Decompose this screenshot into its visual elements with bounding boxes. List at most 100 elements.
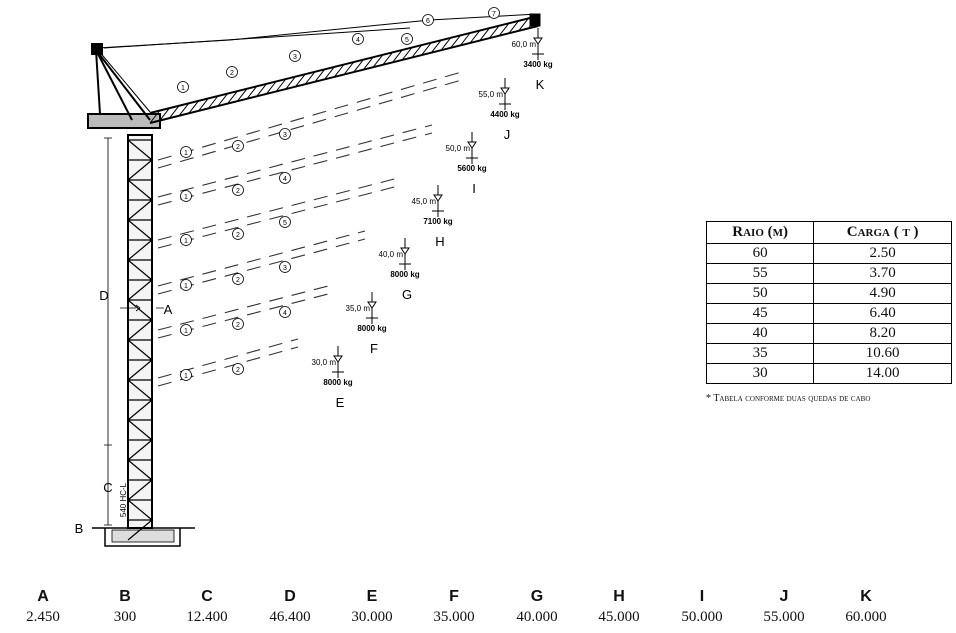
load-weight-label: 8000 kg xyxy=(357,324,386,333)
radius-cell: 50 xyxy=(705,283,815,304)
pendant-lines xyxy=(97,13,539,113)
dimension-label: J xyxy=(779,588,789,605)
section-marker-number: 2 xyxy=(236,277,240,284)
luffed-jib-positions xyxy=(157,70,466,387)
dimension-value: 30.000 xyxy=(351,609,393,625)
load-table-header: Raio (m) Carga ( t ) xyxy=(705,221,952,244)
dimension-value: 46.400 xyxy=(269,609,311,625)
section-marker-circle xyxy=(180,324,192,336)
dimension-label: I xyxy=(699,588,705,605)
section-marker-circle xyxy=(232,363,244,375)
section-marker-number: 1 xyxy=(181,85,185,92)
section-marker-circle xyxy=(180,146,192,158)
hook-block xyxy=(400,247,410,255)
dimension-label: G xyxy=(530,588,544,605)
section-marker-circle xyxy=(289,50,301,62)
luffed-jib-line xyxy=(157,346,299,387)
load-weight-label: 4400 kg xyxy=(490,110,519,119)
tower-label-a: A xyxy=(164,302,173,317)
load-radius-label: 35,0 m xyxy=(346,304,371,313)
load-radius-label: 30,0 m xyxy=(312,358,337,367)
load-point-letter: E xyxy=(336,395,345,410)
section-marker-circle xyxy=(180,369,192,381)
section-marker-circle xyxy=(232,273,244,285)
section-marker-circle xyxy=(232,184,244,196)
section-marker-number: 1 xyxy=(184,283,188,290)
radius-cell: 60 xyxy=(705,243,815,264)
section-marker-circle xyxy=(279,306,291,318)
radius-cell: 55 xyxy=(705,263,815,284)
hook-block xyxy=(333,355,343,363)
load-cell: 3.70 xyxy=(813,263,952,284)
section-marker-number: 2 xyxy=(236,232,240,239)
dimension-value: 2.450 xyxy=(26,609,60,625)
dimension-value: 300 xyxy=(113,609,137,625)
section-marker-circle xyxy=(232,318,244,330)
load-radius-label: 50,0 m xyxy=(446,144,471,153)
dimension-label: D xyxy=(284,588,296,605)
section-marker-number: 3 xyxy=(283,265,287,272)
section-marker-circle xyxy=(279,128,291,140)
section-marker-number: 1 xyxy=(184,194,188,201)
section-marker-circle xyxy=(180,234,192,246)
dimension-value: 35.000 xyxy=(433,609,475,625)
dimension-label: B xyxy=(119,588,131,605)
load-cell: 8.20 xyxy=(813,323,952,344)
radius-cell: 30 xyxy=(705,363,815,384)
section-marker-circle xyxy=(279,216,291,228)
dimension-label: C xyxy=(201,588,213,605)
dimension-value: 40.000 xyxy=(516,609,558,625)
section-marker-number: 2 xyxy=(236,322,240,329)
tower xyxy=(127,134,153,541)
section-marker-number: 2 xyxy=(236,144,240,151)
load-radius-label: 55,0 m xyxy=(479,90,504,99)
section-marker-circle xyxy=(226,66,238,78)
load-weight-label: 8000 kg xyxy=(390,270,419,279)
load-radius-label: 40,0 m xyxy=(379,250,404,259)
hook-block xyxy=(533,37,543,45)
tower-label-b: B xyxy=(75,521,84,536)
load-point-letter: K xyxy=(536,77,545,92)
load-weight-label: 5600 kg xyxy=(457,164,486,173)
dimension-item: B 300 xyxy=(85,587,165,627)
dimension-item: E 30.000 xyxy=(332,587,412,627)
dimension-label: H xyxy=(613,588,625,605)
load-point-letter: H xyxy=(435,234,444,249)
load-column-header: Carga ( t ) xyxy=(813,221,952,244)
radius-column-header: Raio (m) xyxy=(705,221,815,244)
section-marker-number: 3 xyxy=(283,132,287,139)
tower-model-label: 540 HC-L xyxy=(119,482,128,517)
load-weight-label: 7100 kg xyxy=(423,217,452,226)
radius-cell: 45 xyxy=(705,303,815,324)
hook-block xyxy=(500,87,510,95)
luffed-jib-line xyxy=(157,238,366,295)
section-marker-number: 3 xyxy=(293,54,297,61)
section-marker-circle xyxy=(401,33,413,45)
dimension-item: G 40.000 xyxy=(497,587,577,627)
section-marker-circle xyxy=(422,14,434,26)
radius-cell: 40 xyxy=(705,323,815,344)
load-cell: 6.40 xyxy=(813,303,952,324)
section-marker-number: 2 xyxy=(230,70,234,77)
dimension-label: E xyxy=(366,588,378,605)
section-marker-circle xyxy=(180,279,192,291)
section-marker-number: 5 xyxy=(283,220,287,227)
luffed-jib-line xyxy=(157,230,366,287)
section-marker-number: 1 xyxy=(184,150,188,157)
section-marker-number: 4 xyxy=(283,176,287,183)
section-marker-number: 6 xyxy=(426,18,430,25)
load-cell: 14.00 xyxy=(813,363,952,384)
slewing-apex xyxy=(87,43,161,129)
section-marker-number: 4 xyxy=(356,37,360,44)
